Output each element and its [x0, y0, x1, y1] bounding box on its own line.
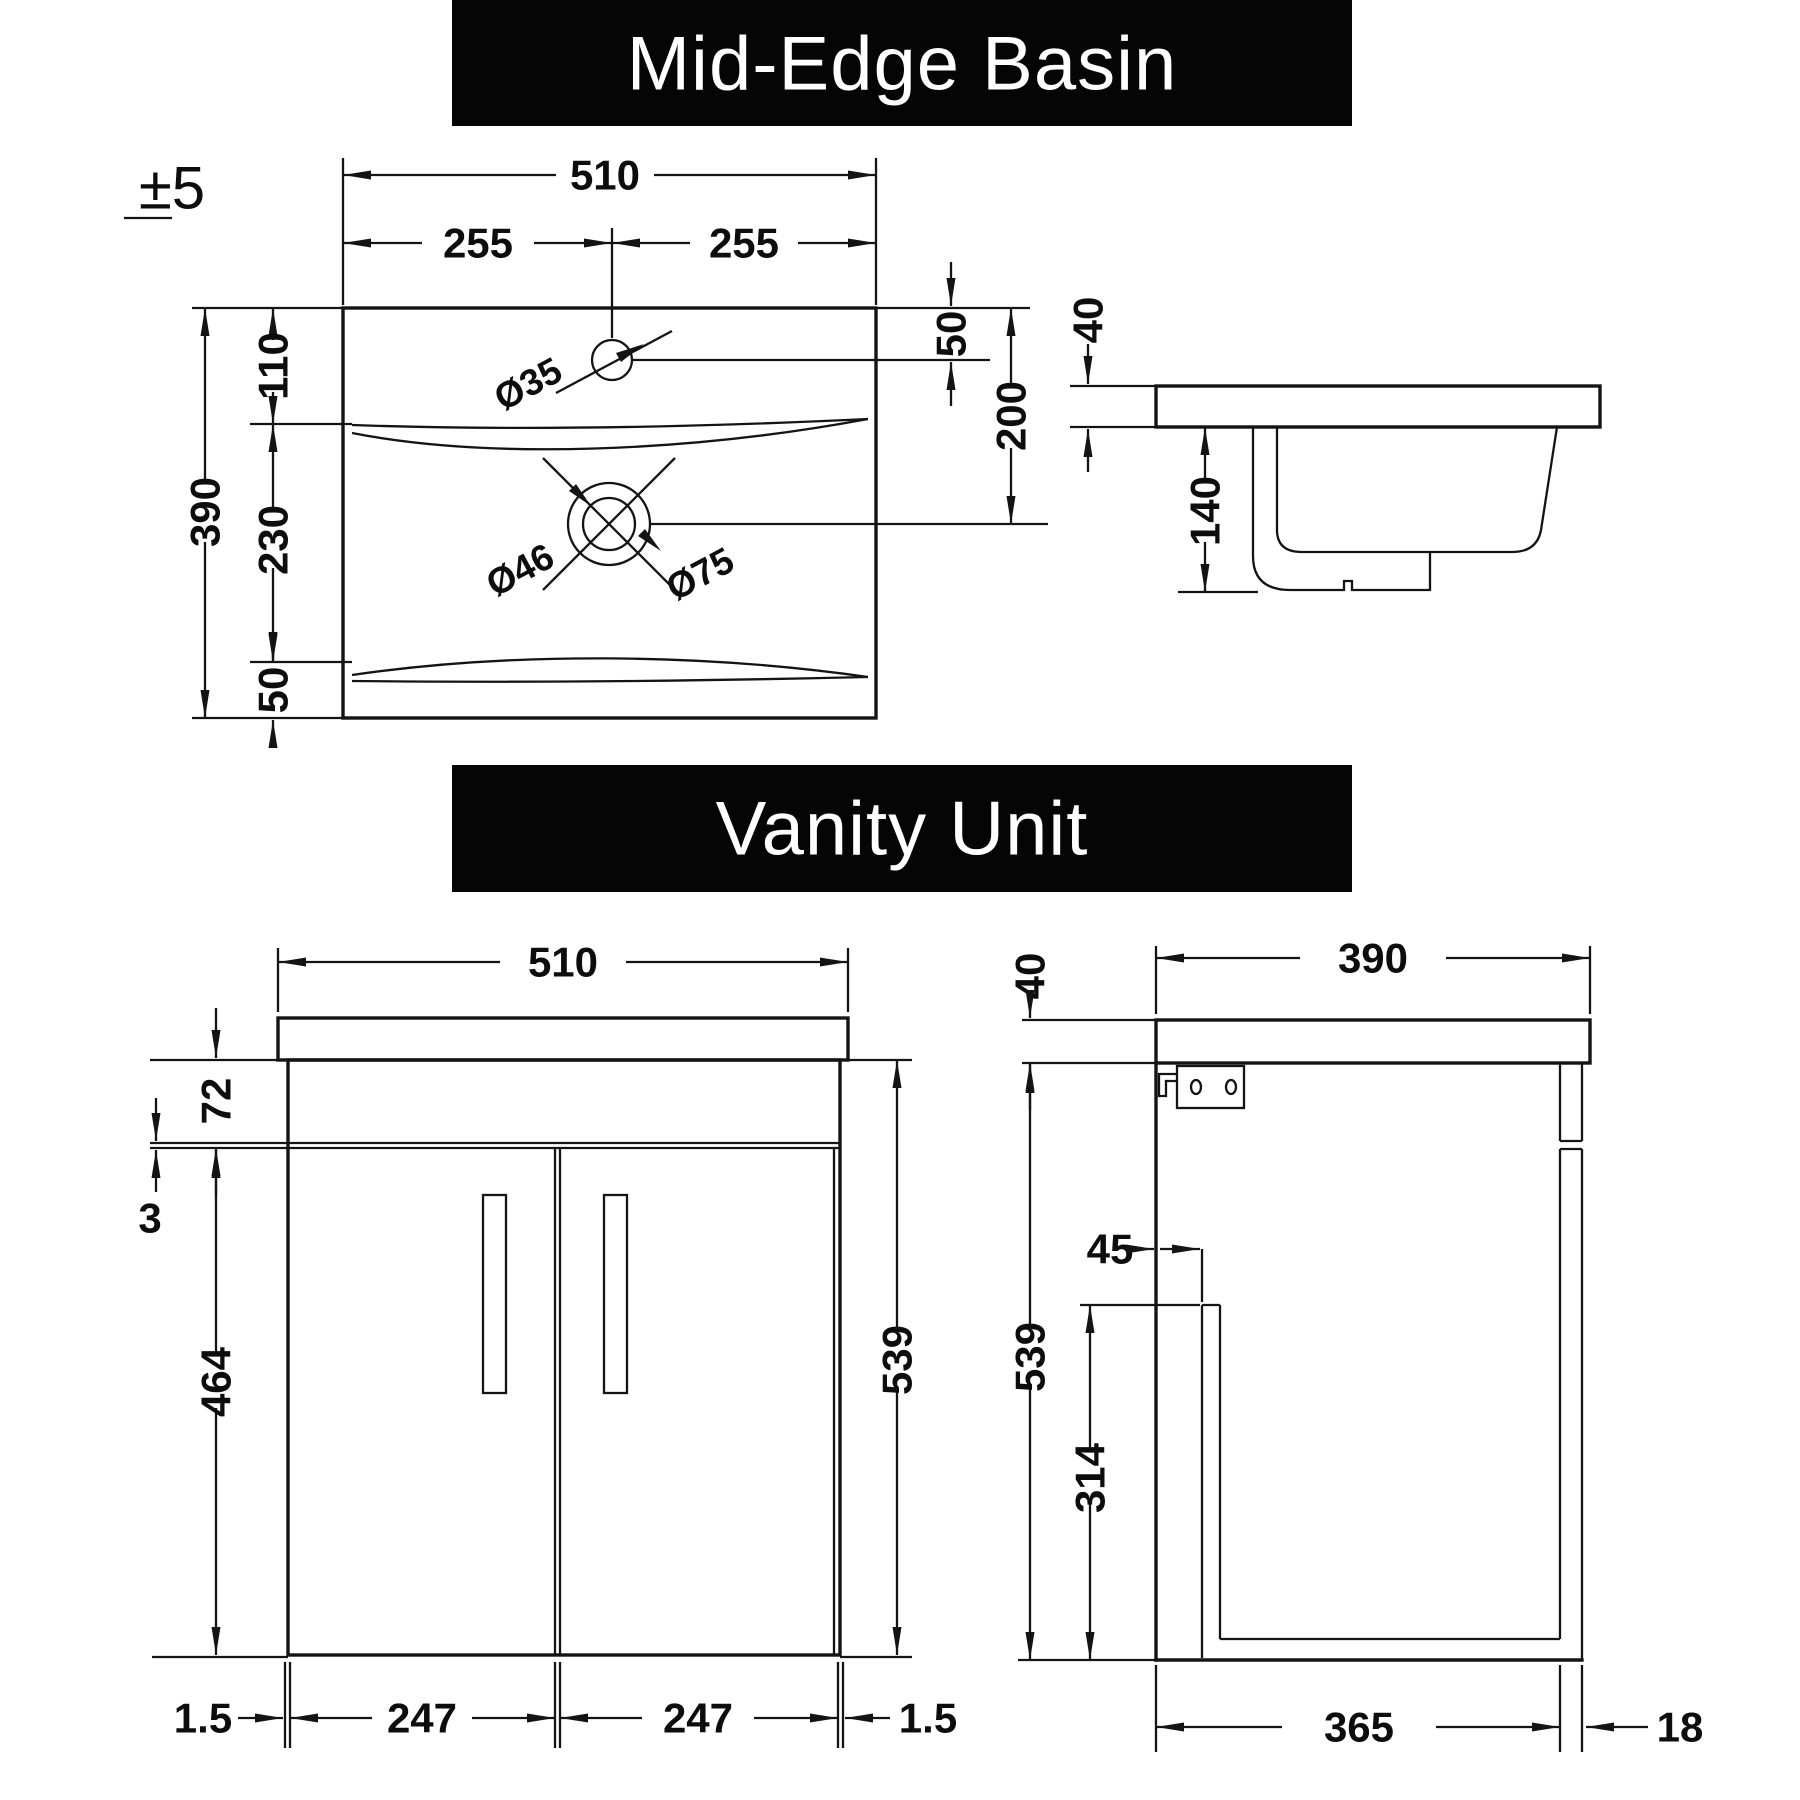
dim-worktop-thickness: 40 [1007, 953, 1054, 1000]
label-overflow-dia: Ø75 [660, 539, 741, 608]
tolerance-note: ±5 [124, 155, 205, 222]
waste-leader-2 [542, 457, 676, 591]
dim-door-height: 464 [193, 1346, 240, 1417]
dim-vanity-depth: 390 [1338, 935, 1408, 982]
dim-basin-half-left: 255 [443, 220, 513, 267]
tap-hole-leader [555, 329, 673, 395]
dim-base-depth: 365 [1324, 1704, 1394, 1751]
waste-circle [581, 496, 637, 552]
bracket-hook [1157, 1072, 1177, 1098]
basin-lower-ledge-top [351, 657, 869, 679]
bracket-hole [1224, 1078, 1238, 1096]
waste-arrow [569, 484, 591, 506]
bracket-hole [1189, 1078, 1203, 1096]
label-tap-hole-dia: Ø35 [488, 349, 569, 418]
tap-hole-arrow [616, 344, 644, 362]
dim-vanity-width: 510 [528, 939, 598, 986]
dim-door-width-right: 247 [663, 1695, 733, 1742]
dim-gap-left: 1.5 [174, 1695, 232, 1742]
dim-basin-230: 230 [250, 505, 297, 575]
dim-basin-50: 50 [250, 667, 297, 714]
dim-rail-height: 72 [193, 1078, 240, 1125]
vanity-title-background [452, 765, 1352, 892]
basin-bowl-profile [1275, 426, 1559, 554]
dim-tap-to-waste: 200 [988, 381, 1035, 451]
dim-tap-offset: 50 [928, 311, 975, 358]
dim-front-offset: 45 [1087, 1226, 1134, 1273]
basin-title: Mid-Edge Basin [627, 22, 1178, 107]
door-handle-left [481, 1193, 508, 1395]
dim-gap-right: 1.5 [899, 1695, 957, 1742]
basin-outline [341, 306, 878, 720]
basin-title-background [452, 0, 1352, 126]
vanity-title: Vanity Unit [716, 787, 1089, 872]
dim-vanity-height: 539 [874, 1325, 921, 1395]
vanity-worktop [276, 1016, 850, 1062]
dim-door-width-left: 247 [387, 1695, 457, 1742]
dim-basin-width: 510 [570, 152, 640, 199]
basin-side-view: 40 140 [1065, 297, 1602, 594]
vanity-side-view: 390 40 45 539 [1007, 935, 1704, 1752]
basin-upper-ledge-top [351, 417, 869, 430]
vanity-carcass [286, 1058, 842, 1657]
worktop-profile [1154, 1018, 1592, 1065]
basin-trap-profile [1251, 427, 1432, 592]
basin-title-bar: Mid-Edge Basin [452, 0, 1352, 126]
dim-bowl-depth: 140 [1182, 476, 1229, 546]
dim-basin-depth: 390 [182, 477, 229, 547]
basin-rim-profile [1154, 384, 1602, 429]
dim-basin-half-right: 255 [709, 220, 779, 267]
label-waste-dia: Ø46 [480, 535, 561, 604]
dim-side-height: 539 [1007, 1322, 1054, 1392]
dim-door-gap: 3 [138, 1195, 161, 1242]
dim-rim-thickness: 40 [1065, 297, 1112, 344]
tap-hole [590, 338, 634, 382]
overflow-arrow [638, 529, 661, 551]
door-handle-right [602, 1193, 629, 1395]
basin-upper-ledge-bottom [351, 417, 869, 451]
dim-basin-110: 110 [250, 332, 297, 400]
dim-inner-height: 314 [1067, 1442, 1114, 1513]
vanity-title-bar: Vanity Unit [452, 765, 1352, 892]
dim-back-panel: 18 [1657, 1704, 1704, 1751]
basin-lower-ledge-bottom [351, 675, 869, 683]
basin-front-view: 510 255 255 390 110 230 50 50 200 Ø [182, 152, 1048, 748]
wall-bracket [1175, 1064, 1246, 1110]
vanity-front-view: 510 72 3 464 539 [138, 939, 957, 1748]
tolerance-label: ±5 [139, 155, 205, 222]
